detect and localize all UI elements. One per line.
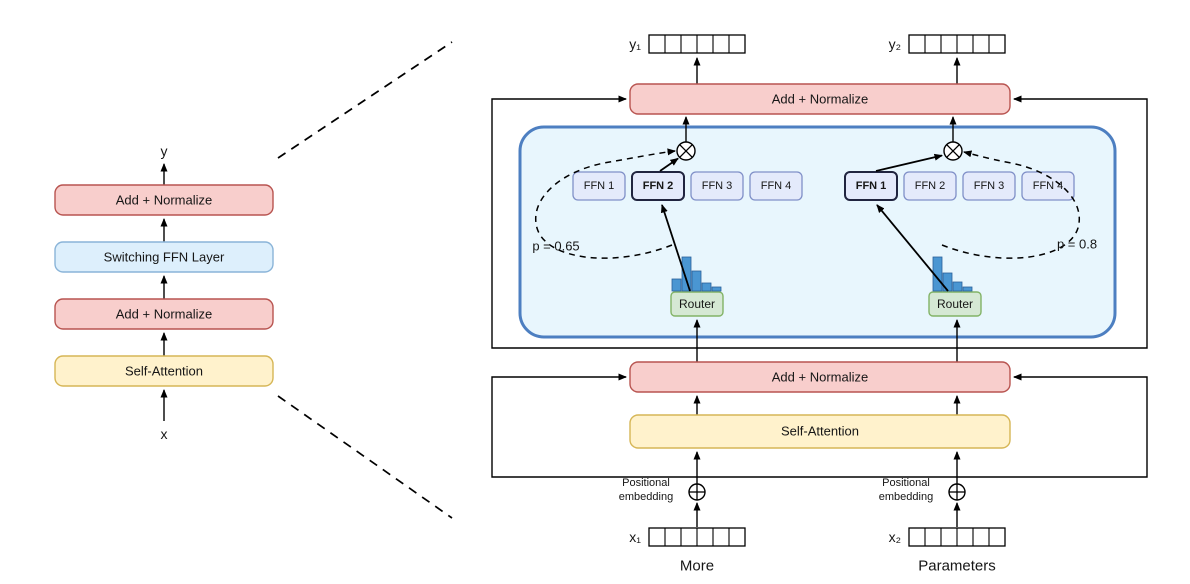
expert-group-left: FFN 1 FFN 2 FFN 3 FFN 4: [572, 171, 803, 201]
left-add-normalize-top-label: Add + Normalize: [116, 193, 212, 208]
ffn1-left-box: [572, 171, 626, 201]
probability-bar: [691, 270, 702, 292]
probability-bar: [962, 286, 973, 292]
ffn2-to-multiply-arrow-left: [659, 157, 679, 172]
router-left-label: Router: [679, 297, 715, 311]
ffn1-right-label: FFN 1: [856, 180, 887, 192]
router-to-ffn1-arrow-right: [876, 204, 949, 292]
left-self-attention-label: Self-Attention: [125, 364, 203, 379]
ffn4-right-box: [1021, 171, 1075, 201]
router-histogram-left: [671, 256, 722, 292]
multiply-operator-left: [676, 141, 696, 161]
input-axis-label: x: [161, 426, 168, 442]
add-normalize-mid-box: [629, 361, 1011, 393]
left-switching-ffn-layer-box: [54, 241, 274, 273]
router-left-box: [670, 291, 724, 317]
x1-label: x₁: [629, 529, 641, 545]
zoom-callout-lines: [277, 41, 453, 519]
probability-bar: [671, 278, 682, 292]
expert-group-right: FFN 1 FFN 2 FFN 3 FFN 4: [844, 171, 1075, 201]
output-token-y2: y₂: [889, 34, 1006, 54]
ffn2-left-label: FFN 2: [643, 180, 674, 192]
positional-embedding-label-left-line2: embedding: [619, 491, 673, 503]
switching-ffn-layer-container: [518, 125, 1117, 339]
x2-label: x₂: [889, 529, 901, 545]
add-normalize-top-label: Add + Normalize: [772, 92, 868, 107]
upper-skip-connection-right: [957, 95, 1148, 349]
add-normalize-top-box: [629, 83, 1011, 115]
router-to-ffn2-arrow-left: [660, 204, 691, 292]
routers: Router Router: [670, 291, 982, 317]
lower-skip-connection-left: [491, 373, 697, 478]
ffn2-right-box: [903, 171, 957, 201]
left-summary-stack: y Add + Normalize Switching FFN Layer Ad…: [54, 143, 274, 442]
x2-token-word: Parameters: [918, 558, 996, 575]
probability-bar: [942, 272, 953, 292]
plus-operator-right: [948, 483, 966, 501]
input-token-x2: x₂ Parameters: [889, 527, 1006, 575]
ffn3-right-label: FFN 3: [974, 180, 1005, 192]
ffn2-left-box-selected: [631, 171, 685, 201]
gate-probability-label-right: p = 0.8: [1057, 237, 1097, 252]
zoom-dashed-line-bottom: [277, 395, 453, 519]
residual-skip-connections: [491, 95, 1148, 478]
ffn3-right-box: [962, 171, 1016, 201]
positional-embedding-label-right-line2: embedding: [879, 491, 933, 503]
positional-embedding-label-left-line1: Positional: [622, 477, 670, 489]
router-right-label: Router: [937, 297, 973, 311]
router-right-box: [928, 291, 982, 317]
ffn1-left-label: FFN 1: [584, 180, 615, 192]
lower-skip-connection-right: [957, 373, 1148, 478]
ffn2-right-label: FFN 2: [915, 180, 946, 192]
output-token-y1: y₁: [629, 34, 746, 54]
ffn3-left-label: FFN 3: [702, 180, 733, 192]
ffn4-right-label: FFN 4: [1033, 180, 1064, 192]
y2-label: y₂: [889, 36, 901, 52]
left-add-normalize-bottom-box: [54, 298, 274, 330]
positional-embedding-label-right-line1: Positional: [882, 477, 930, 489]
self-attention-label: Self-Attention: [781, 424, 859, 439]
probability-bar: [701, 282, 712, 292]
multiply-cross-line: [679, 144, 693, 158]
upper-skip-connection-left: [491, 95, 697, 349]
x1-token-word: More: [680, 558, 714, 575]
zoom-dashed-line-top: [277, 41, 453, 159]
left-add-normalize-bottom-label: Add + Normalize: [116, 307, 212, 322]
left-add-normalize-top-box: [54, 184, 274, 216]
signal-flow-arrows: [682, 57, 961, 527]
y1-label: y₁: [629, 36, 641, 52]
ffn3-left-box: [690, 171, 744, 201]
input-token-x1: x₁ More: [629, 527, 746, 575]
left-switching-ffn-layer-label: Switching FFN Layer: [104, 250, 225, 265]
ffn4-left-label: FFN 4: [761, 180, 792, 192]
multiply-cross-line: [946, 144, 960, 158]
output-axis-label: y: [161, 143, 168, 159]
ffn4-left-box: [749, 171, 803, 201]
add-normalize-mid-label: Add + Normalize: [772, 370, 868, 385]
ffn1-to-multiply-arrow-right: [875, 153, 943, 172]
layer-boxes: Add + Normalize Add + Normalize Self-Att…: [629, 83, 1011, 449]
ffn1-right-box-selected: [844, 171, 898, 201]
self-attention-box: [629, 414, 1011, 449]
probability-bar: [681, 256, 692, 292]
probability-bar: [711, 286, 722, 292]
gate-probability-label-left: p = 0.65: [532, 239, 579, 254]
multiply-operator-right: [943, 141, 963, 161]
plus-operator-left: [688, 483, 706, 501]
probability-bar: [952, 281, 963, 292]
left-self-attention-box: [54, 355, 274, 387]
